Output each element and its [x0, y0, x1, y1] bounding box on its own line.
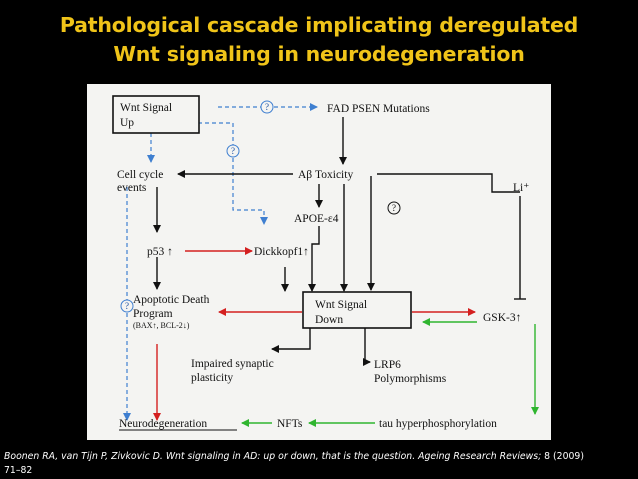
svg-text:?: ?	[392, 203, 396, 213]
wnt-down-label-line-2: Down	[315, 314, 343, 326]
wnt-cascade-diagram: ? ? ? ?	[87, 84, 551, 440]
citation-reference: Boonen RA, van Tijn P, Zivkovic D. Wnt s…	[4, 451, 542, 462]
causal-links-black	[153, 117, 526, 366]
cell-cycle-label-line-1: Cell cycle	[117, 169, 163, 181]
question-mark-apoe: ?	[226, 144, 240, 158]
question-mark-fad: ?	[260, 100, 274, 114]
citation-volume: 8 (2009)	[541, 451, 584, 462]
svg-text:?: ?	[231, 146, 235, 156]
svg-text:?: ?	[265, 102, 269, 112]
wnt-up-label-line-2: Up	[120, 117, 134, 129]
impaired-plasticity-label-line-1: Impaired synaptic	[191, 358, 274, 370]
lrp6-label-line-1: LRP6	[374, 359, 401, 371]
question-mark-abeta: ?	[387, 201, 401, 215]
cell-cycle-label-line-2: events	[117, 182, 147, 194]
abeta-toxicity-label: Aβ Toxicity	[298, 169, 353, 181]
dickkopf-label: Dickkopf1↑	[254, 246, 309, 258]
p53-label: p53 ↑	[147, 246, 173, 258]
citation-pages: 71–82	[4, 465, 33, 476]
wnt-signal-down-box	[302, 291, 412, 329]
diagram-background	[87, 84, 551, 440]
causal-links-green	[241, 318, 539, 427]
gsk3-label: GSK-3↑	[483, 312, 521, 324]
slide-title-line-1: Pathological cascade implicating deregul…	[59, 13, 579, 37]
wnt-down-label-line-1: Wnt Signal	[315, 299, 367, 311]
apoptotic-label-line-3: (BAX↑, BCL-2↓)	[133, 321, 190, 330]
apoptotic-label-line-2: Program	[133, 308, 173, 320]
apoe-to-wnt-down-arrow	[308, 226, 320, 292]
fad-psen-label: FAD PSEN Mutations	[327, 103, 430, 115]
lrp6-link-arrow	[363, 324, 371, 366]
wnt-up-to-apoe-dashed-arrow	[198, 122, 268, 225]
tau-hyperphosphorylation-label: tau hyperphosphorylation	[379, 418, 497, 430]
citation: Boonen RA, van Tijn P, Zivkovic D. Wnt s…	[4, 450, 636, 478]
question-mark-neurodegeneration: ?	[120, 299, 134, 313]
neurodegeneration-label: Neurodegeneration	[119, 418, 207, 430]
abeta-to-li-link	[377, 173, 520, 193]
lrp6-label-line-2: Polymorphisms	[374, 373, 447, 385]
wnt-down-to-impaired-arrow	[271, 327, 311, 353]
wnt-up-label-line-1: Wnt Signal	[120, 102, 172, 114]
apoptotic-label-line-1: Apoptotic Death	[133, 294, 210, 306]
impaired-plasticity-label-line-2: plasticity	[191, 372, 233, 384]
nfts-label: NFTs	[277, 418, 303, 430]
lithium-label: Li⁺	[513, 182, 529, 194]
svg-text:?: ?	[125, 301, 129, 311]
slide-title-line-2: Wnt signaling in neurodegeneration	[113, 42, 525, 66]
wnt-signal-up-box	[112, 95, 200, 134]
apoe-label: APOE-ε4	[294, 213, 339, 225]
causal-links-red	[153, 247, 476, 421]
